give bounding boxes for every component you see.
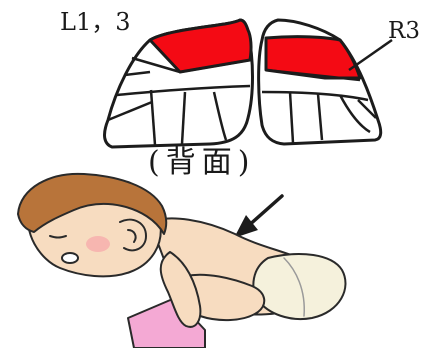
child-ear: [120, 220, 146, 251]
child-mouth: [62, 253, 78, 263]
child-illustration: [18, 174, 345, 348]
r3-leader-line: [349, 40, 392, 70]
label-left-segments: L1，3: [60, 8, 130, 36]
label-right-segment: R3: [388, 18, 420, 44]
child-cheek: [86, 236, 110, 252]
caption-posterior-view: (背面): [148, 145, 255, 180]
child-diaper: [253, 254, 345, 319]
down-left-arrow-icon: [234, 196, 282, 238]
lungs-posterior-view: [105, 20, 392, 147]
